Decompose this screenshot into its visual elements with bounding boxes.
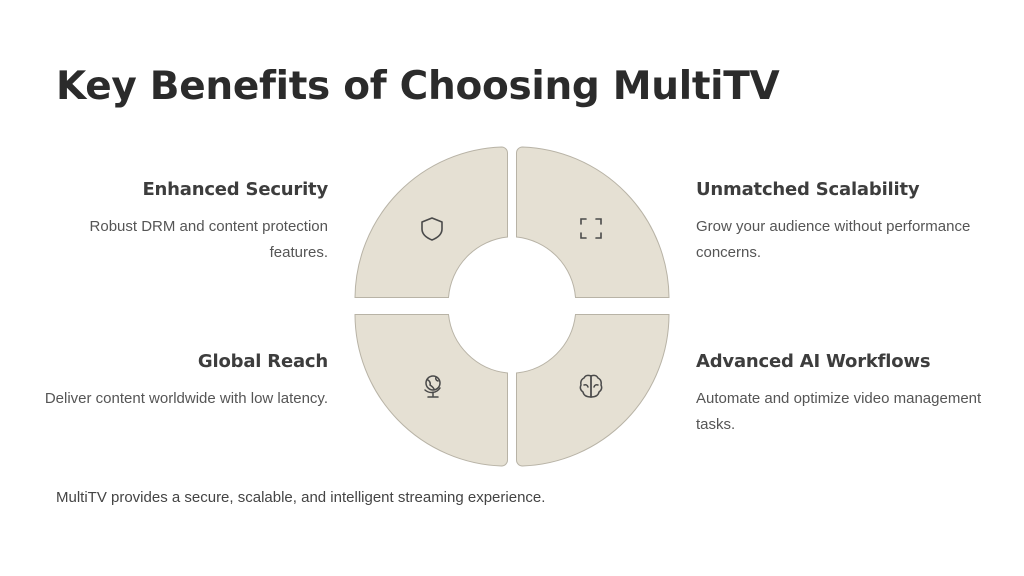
wheel-segment-top-left [354, 146, 508, 298]
summary-text: MultiTV provides a secure, scalable, and… [56, 489, 546, 506]
expand-icon [580, 218, 602, 239]
benefit-advanced-ai-workflows: Advanced AI Workflows Automate and optim… [696, 351, 996, 438]
benefit-enhanced-security: Enhanced Security Robust DRM and content… [28, 179, 329, 266]
wheel-segment-bottom-right [516, 314, 670, 467]
benefit-heading: Enhanced Security [142, 179, 328, 200]
benefit-description: Robust DRM and content protection featur… [89, 218, 328, 261]
benefit-description: Grow your audience without performance c… [696, 218, 971, 261]
benefit-heading: Unmatched Scalability [696, 179, 920, 200]
brain-icon [579, 374, 603, 398]
benefit-global-reach: Global Reach Deliver content worldwide w… [28, 351, 328, 412]
benefit-heading: Global Reach [197, 351, 328, 372]
globe-icon [424, 375, 441, 398]
benefit-heading: Advanced AI Workflows [696, 351, 931, 372]
page-title: Key Benefits of Choosing MultiTV [56, 64, 780, 109]
shield-icon [421, 217, 443, 241]
wheel-segment-top-right [516, 146, 670, 298]
benefit-description: Automate and optimize video management t… [696, 390, 982, 433]
benefit-unmatched-scalability: Unmatched Scalability Grow your audience… [696, 179, 996, 266]
benefit-description: Deliver content worldwide with low laten… [44, 390, 328, 407]
